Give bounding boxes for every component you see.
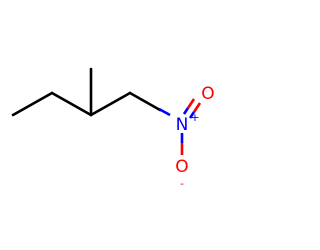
bond-n-o-double-4	[192, 102, 202, 113]
bond-c-ethyl	[50, 91, 93, 117]
bond-c-ethyl-end	[11, 91, 54, 117]
oxygen-charge: -	[180, 177, 184, 190]
bond-n-o-double-1	[182, 107, 190, 115]
molecule-drawing: N + O O -	[11, 67, 215, 190]
structure-canvas: N + O O -	[11, 67, 215, 190]
bond-n-o-double-2	[186, 98, 196, 109]
bond-n-o-double-3	[188, 111, 196, 119]
bond-c-ch2	[128, 91, 162, 112]
oxygen-bottom-atom-label: O	[175, 157, 188, 177]
oxygen-top-atom-label: O	[201, 84, 214, 104]
bond-c-chain	[89, 91, 132, 117]
nitrogen-atom-label: N	[176, 115, 189, 135]
nitrogen-charge: +	[190, 111, 199, 124]
bond-c-n-blue	[158, 107, 171, 117]
